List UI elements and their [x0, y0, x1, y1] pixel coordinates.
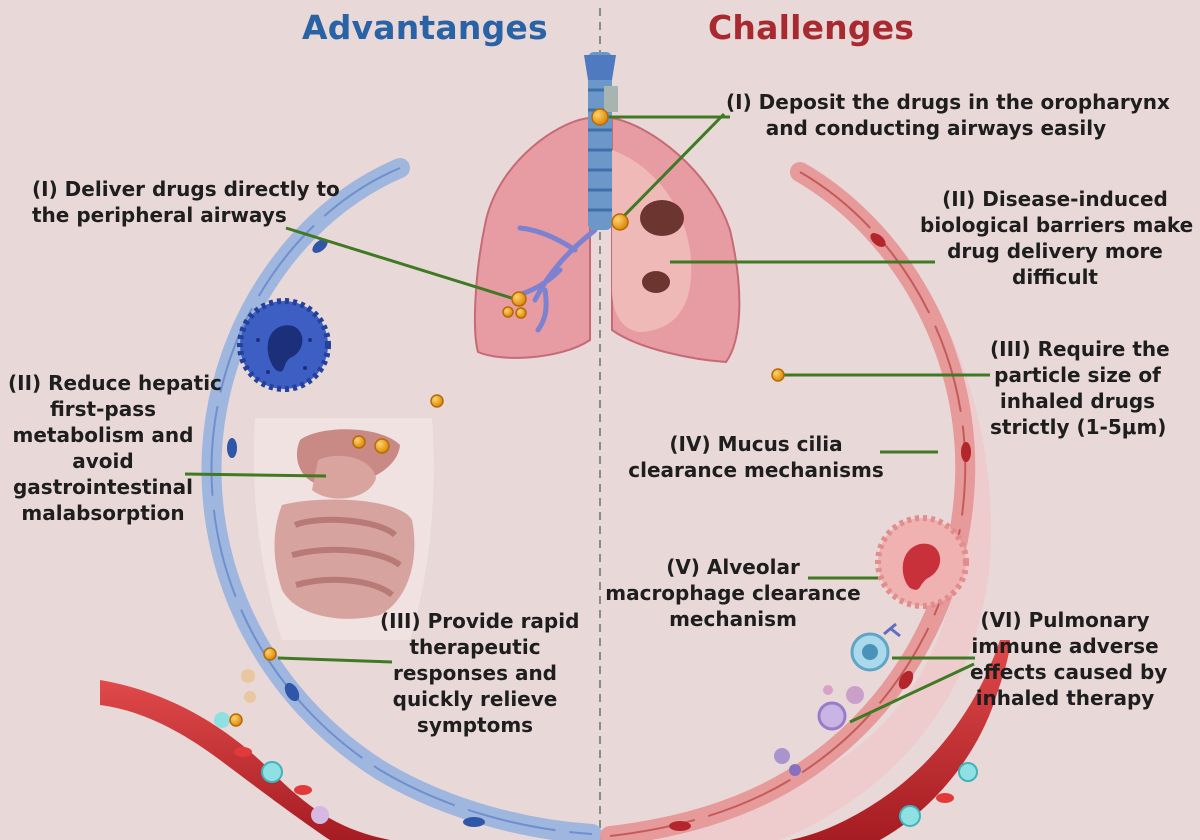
- cell-nucleus: [227, 438, 237, 458]
- cell-nucleus: [870, 233, 886, 247]
- immune-cells: [774, 622, 901, 776]
- drug-particles: [229, 108, 785, 727]
- cell-nucleus: [961, 442, 971, 462]
- advantages-title: Advantanges: [302, 8, 548, 47]
- right-macrophage: [875, 515, 969, 609]
- leader-lines: [184, 112, 990, 724]
- right-blood-vessel: [790, 640, 1010, 840]
- lungs-illustration: [473, 52, 741, 364]
- left-blood-vessel: [100, 680, 390, 840]
- digestive-tract-illustration: [253, 418, 434, 640]
- cell-nucleus: [898, 670, 914, 690]
- challenges-title: Challenges: [708, 8, 915, 47]
- faded-particles: [241, 669, 256, 703]
- left-macrophage: [237, 298, 331, 392]
- cell-nucleus: [284, 682, 300, 702]
- cell-nucleus: [312, 239, 328, 253]
- cell-nucleus: [463, 817, 485, 827]
- cell-nucleus: [669, 821, 691, 831]
